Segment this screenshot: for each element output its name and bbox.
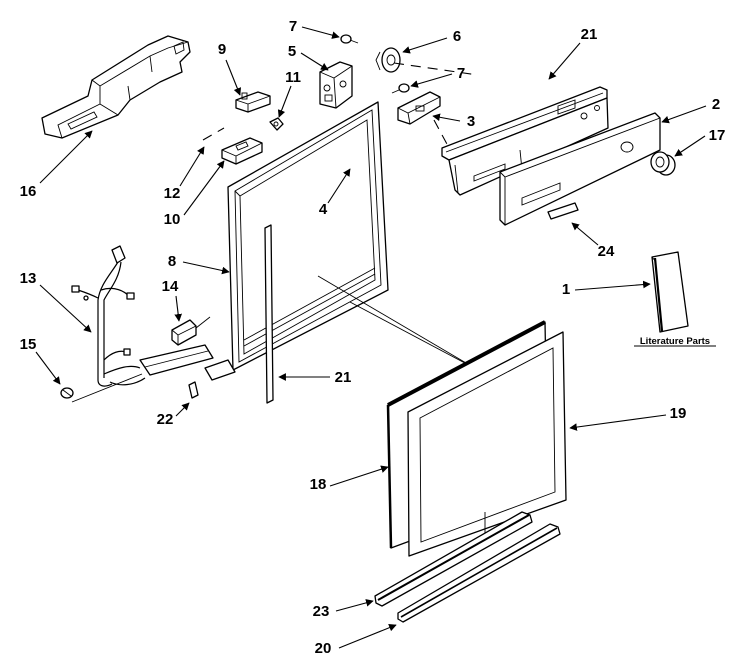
callout-17: 17 bbox=[709, 127, 726, 144]
part-6-cam bbox=[375, 47, 401, 73]
callout-4: 4 bbox=[319, 201, 328, 218]
leader-line-6 bbox=[402, 37, 448, 54]
leader-line-15 bbox=[35, 351, 61, 385]
callout-21-lower: 21 bbox=[335, 369, 352, 386]
leader-line-1 bbox=[574, 280, 651, 291]
part-15-screw bbox=[60, 387, 74, 399]
callout-18: 18 bbox=[310, 476, 327, 493]
leader-line-7-upper bbox=[301, 26, 340, 39]
part-14-switch bbox=[171, 316, 211, 346]
part-7-screw-lower bbox=[391, 83, 410, 94]
part-20-trim-strip bbox=[397, 523, 561, 623]
part-10-block bbox=[221, 137, 263, 165]
leader-line-8 bbox=[182, 261, 230, 275]
leader-line-12 bbox=[179, 146, 205, 187]
part-24-insert bbox=[547, 202, 579, 220]
part-23-trim-strip bbox=[374, 511, 533, 607]
leader-line-5 bbox=[300, 52, 329, 71]
assembly-guide-line bbox=[349, 301, 479, 371]
callout-8: 8 bbox=[168, 253, 176, 270]
assembly-guide-line bbox=[317, 275, 479, 371]
part-2-console-panel bbox=[499, 112, 661, 226]
callout-23: 23 bbox=[313, 603, 330, 620]
leader-line-13 bbox=[39, 284, 92, 333]
leader-line-7-lower bbox=[410, 73, 453, 88]
callout-1: 1 bbox=[562, 281, 570, 298]
callout-10: 10 bbox=[164, 211, 181, 228]
part-17-knob bbox=[650, 151, 676, 176]
leader-line-21-upper bbox=[548, 42, 581, 80]
part-13-wire-harness bbox=[71, 245, 146, 387]
callout-13: 13 bbox=[20, 270, 37, 287]
leader-line-18 bbox=[329, 465, 389, 487]
part-8-door-frame bbox=[204, 101, 389, 381]
callout-21-upper: 21 bbox=[581, 26, 598, 43]
part-1-literature-booklet bbox=[651, 251, 689, 333]
part-3-latch-bracket bbox=[397, 91, 441, 125]
leader-line-3 bbox=[432, 113, 461, 122]
callout-12: 12 bbox=[164, 185, 181, 202]
part-22-clip bbox=[188, 381, 199, 399]
leader-line-23 bbox=[335, 599, 374, 612]
leader-line-14 bbox=[174, 295, 182, 322]
callout-7-lower: 7 bbox=[457, 65, 465, 82]
assembly-guide-line bbox=[71, 373, 143, 403]
callout-22: 22 bbox=[157, 411, 174, 428]
part-12-guide-line bbox=[202, 127, 225, 141]
callout-labels: 7 9 5 6 21 11 7 2 3 17 16 12 4 10 24 8 1… bbox=[20, 18, 726, 657]
part-11-fastener bbox=[269, 117, 284, 131]
callout-6: 6 bbox=[453, 28, 461, 45]
leader-line-11 bbox=[277, 85, 292, 118]
callout-3: 3 bbox=[467, 113, 475, 130]
leader-line-19 bbox=[569, 414, 667, 431]
part-19-door-panel-front bbox=[407, 331, 567, 557]
callout-19: 19 bbox=[670, 405, 687, 422]
part-5-latch bbox=[319, 61, 353, 109]
leader-line-2 bbox=[661, 105, 707, 124]
callout-2: 2 bbox=[712, 96, 720, 113]
callout-15: 15 bbox=[20, 336, 37, 353]
part-9-bracket bbox=[235, 91, 271, 113]
part-7-screw-upper bbox=[340, 34, 359, 44]
leader-line-20 bbox=[338, 624, 397, 649]
callout-20: 20 bbox=[315, 640, 332, 657]
leader-line-4 bbox=[327, 168, 351, 204]
assembly-guide-line bbox=[393, 62, 479, 76]
callout-9: 9 bbox=[218, 41, 226, 58]
leader-line-17 bbox=[674, 135, 706, 157]
leader-line-10 bbox=[183, 160, 225, 216]
part-21-vertical-strip bbox=[264, 224, 274, 404]
callout-5: 5 bbox=[288, 43, 296, 60]
callout-14: 14 bbox=[162, 278, 179, 295]
callout-24: 24 bbox=[598, 243, 615, 260]
leader-lines bbox=[35, 26, 707, 649]
leader-line-9 bbox=[225, 59, 242, 96]
leader-line-16 bbox=[39, 130, 93, 184]
callout-11: 11 bbox=[285, 69, 301, 86]
literature-parts-label: Literature Parts bbox=[640, 336, 710, 347]
leader-line-22 bbox=[175, 402, 190, 417]
part-16-housing bbox=[41, 35, 191, 139]
harness-bracket bbox=[139, 344, 214, 376]
callout-16: 16 bbox=[20, 183, 37, 200]
leader-line-24 bbox=[571, 222, 599, 246]
assembly-guide-line bbox=[433, 119, 449, 147]
callout-7-upper: 7 bbox=[289, 18, 297, 35]
